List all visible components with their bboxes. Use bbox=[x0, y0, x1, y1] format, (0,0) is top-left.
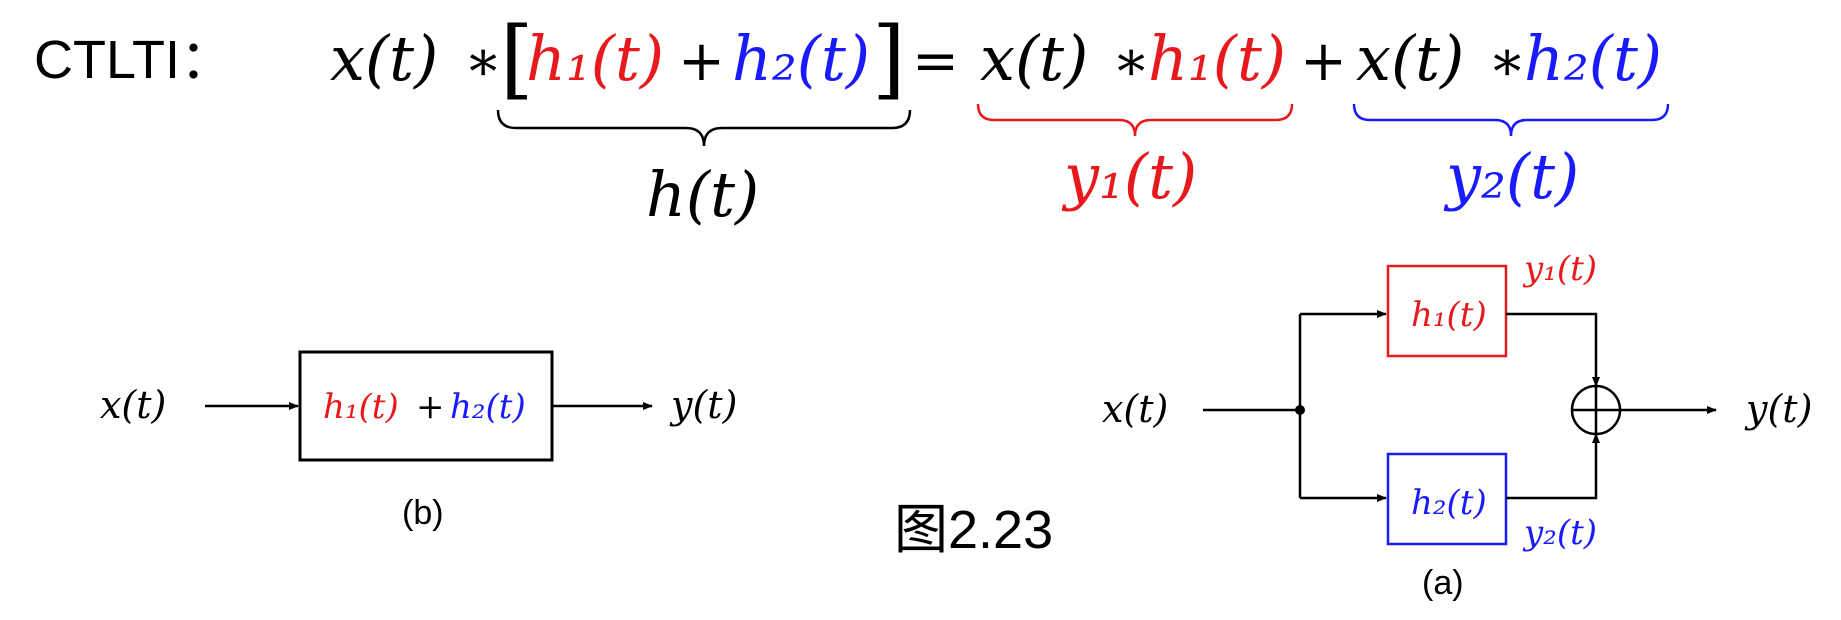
b-input-label: x(t) bbox=[100, 383, 166, 427]
under-h-t: h(t) bbox=[646, 158, 759, 231]
eq-plus-1: + bbox=[678, 29, 725, 94]
eq-h2-t-2: h₂(t) bbox=[1524, 22, 1662, 95]
b-box-plus: + bbox=[416, 387, 445, 427]
eq-right-bracket: ] bbox=[872, 9, 906, 109]
eq-h1-t-1: h₁(t) bbox=[526, 22, 664, 95]
figure-caption: 图2.23 bbox=[894, 500, 1053, 560]
eq-x-t-2: x(t) bbox=[980, 22, 1088, 95]
b-output-label: y(t) bbox=[669, 383, 737, 427]
a-input-label: x(t) bbox=[1102, 387, 1168, 431]
a-h1-to-sum bbox=[1506, 312, 1600, 387]
eq-h1-t-2: h₁(t) bbox=[1148, 22, 1286, 95]
eq-h2-t-1: h₂(t) bbox=[732, 22, 870, 95]
eq-x-t-3: x(t) bbox=[1356, 22, 1464, 95]
a-summing-junction bbox=[1570, 384, 1622, 436]
a-output-label: y(t) bbox=[1744, 387, 1812, 431]
a-caption: (a) bbox=[1422, 564, 1464, 602]
eq-equals: = bbox=[912, 29, 959, 94]
underbrace-y2 bbox=[1352, 103, 1670, 137]
under-y1-t: y₁(t) bbox=[1061, 140, 1197, 213]
eq-left-bracket: [ bbox=[500, 9, 534, 109]
a-h1-label: h₁(t) bbox=[1411, 295, 1487, 335]
a-y1-label: y₁(t) bbox=[1522, 249, 1597, 289]
b-caption: (b) bbox=[402, 494, 444, 532]
underbrace-h bbox=[496, 109, 912, 147]
a-y2-label: y₂(t) bbox=[1522, 513, 1597, 553]
eq-star-3: ∗ bbox=[1488, 29, 1526, 94]
underbrace-y1 bbox=[976, 103, 1294, 137]
b-box-h2: h₂(t) bbox=[450, 387, 526, 427]
ctlti-label: CTLTI： bbox=[34, 30, 234, 90]
eq-star-1: ∗ bbox=[464, 29, 502, 94]
eq-star-2: ∗ bbox=[1112, 29, 1150, 94]
eq-x-t-1: x(t) bbox=[330, 22, 438, 95]
eq-plus-2: + bbox=[1300, 29, 1347, 94]
b-box-h1: h₁(t) bbox=[323, 387, 399, 427]
a-h1-box bbox=[1386, 264, 1508, 358]
a-h2-label: h₂(t) bbox=[1411, 483, 1487, 523]
under-y2-t: y₂(t) bbox=[1443, 140, 1579, 213]
a-h2-to-sum bbox=[1506, 433, 1600, 500]
